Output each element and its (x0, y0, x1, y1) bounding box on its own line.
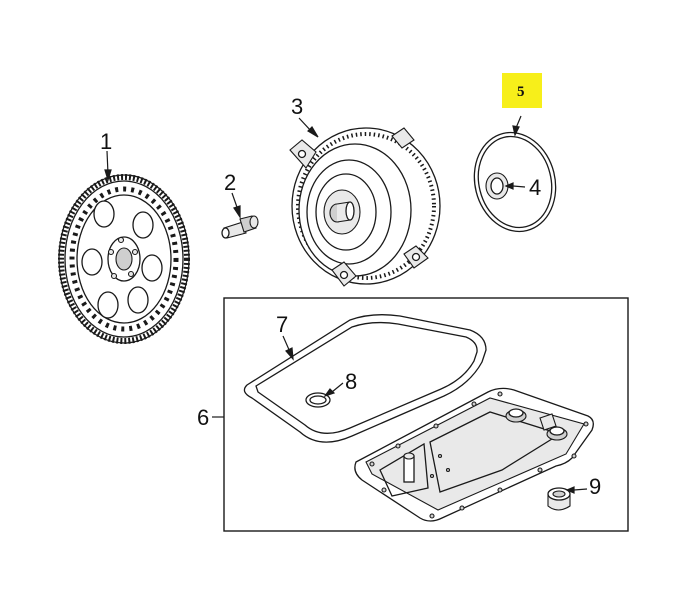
callout-4: 4 (529, 175, 541, 200)
o-ring-icon[interactable] (305, 392, 331, 408)
highlight-box (502, 73, 542, 108)
callout-5: 5 (517, 84, 525, 100)
callout-9: 9 (589, 474, 601, 499)
callout-2: 2 (224, 170, 236, 195)
flexplate-icon[interactable] (58, 174, 190, 344)
callout-8: 8 (345, 369, 357, 394)
drain-plug-icon[interactable] (547, 487, 571, 511)
leader-lines (104, 115, 588, 494)
callout-7: 7 (276, 312, 288, 337)
callout-3: 3 (291, 94, 303, 119)
torque-converter-icon[interactable] (289, 127, 441, 287)
callout-1: 1 (100, 129, 112, 154)
callout-6: 6 (197, 405, 209, 430)
cover-plate-icon[interactable] (464, 124, 566, 240)
pan-gasket-icon[interactable] (243, 314, 487, 443)
oil-pan-icon[interactable] (354, 387, 594, 522)
oil-pan-kit-group (223, 297, 629, 532)
bolt-icon[interactable] (221, 215, 259, 239)
seal-icon[interactable] (485, 172, 509, 200)
